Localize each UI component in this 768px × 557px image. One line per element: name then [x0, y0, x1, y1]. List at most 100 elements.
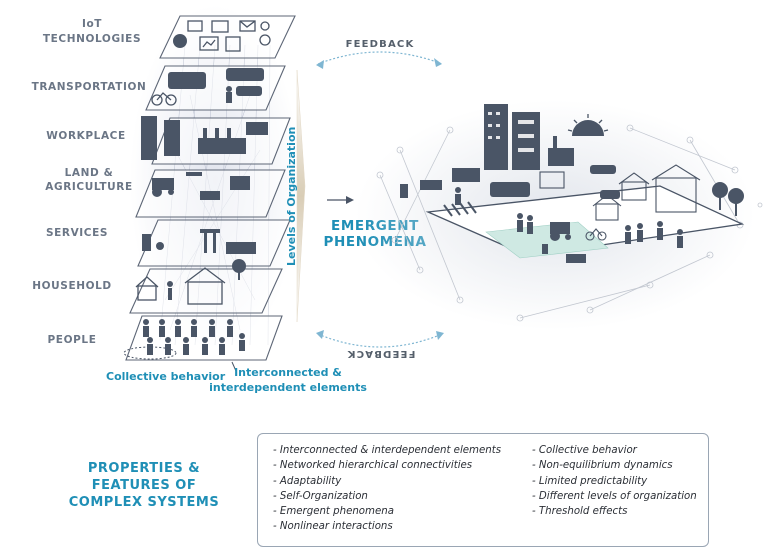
database-icon: [173, 34, 187, 48]
property-item: Limited predictability: [532, 474, 697, 489]
property-item: Nonlinear interactions: [273, 519, 501, 534]
person-icon: [637, 223, 643, 242]
search-icon: [260, 21, 270, 31]
person-icon: [143, 319, 149, 337]
pedestrian-icon: [226, 86, 232, 92]
person-icon: [219, 337, 225, 355]
levels-of-organization-label: Levels of Organization: [285, 127, 298, 266]
properties-title-line3: COMPLEX SYSTEMS: [68, 495, 220, 510]
bicycle-icon: [151, 92, 177, 106]
city-tree-icon-2: [728, 188, 744, 204]
agriculture-icons: [152, 172, 250, 200]
properties-left-column: Interconnected & interdependent elements…: [273, 443, 501, 535]
transport-icons: [168, 68, 264, 103]
cottage-icon: [621, 181, 647, 201]
family-icon: [167, 281, 173, 287]
properties-box: Interconnected & interdependent elements…: [257, 433, 709, 547]
crane-icon: [200, 229, 220, 233]
person-icon: [209, 319, 215, 337]
properties-right-column: Collective behavior Non-equilibrium dyna…: [532, 443, 697, 519]
household-icons: [135, 267, 226, 305]
person-icon: [517, 213, 523, 232]
person-icon: [147, 337, 153, 355]
people-icons: [143, 319, 245, 355]
city-bicycle-icon: [585, 228, 607, 241]
interconnected-pointer: [231, 361, 237, 372]
chart-screen-icon: [199, 36, 219, 51]
tablet-icon: [225, 36, 241, 52]
label-iot-line2: TECHNOLOGIES: [43, 33, 141, 45]
city-truck-icon: [452, 168, 480, 182]
tree-icon: [232, 259, 246, 273]
location-icon: [259, 34, 271, 46]
iot-icons: [187, 20, 271, 52]
cow-icon: [200, 191, 220, 200]
city-tree-icon: [712, 182, 728, 198]
collective-behavior-label: Collective behavior: [106, 370, 226, 383]
city-cow-icon: [566, 254, 586, 263]
office-block-icon: [164, 120, 180, 156]
label-services: SERVICES: [46, 227, 108, 239]
factory-building-icon: [548, 148, 574, 166]
person-icon: [183, 337, 189, 355]
gas-pump-icon: [400, 184, 408, 198]
label-land-line2: AGRICULTURE: [45, 181, 132, 193]
feedback-bottom-arrowhead: [316, 330, 324, 339]
mail-icon: [239, 20, 256, 32]
feedback-top-arrowhead: [434, 58, 442, 67]
person-icon: [657, 221, 663, 240]
label-transportation: TRANSPORTATION: [32, 81, 147, 93]
label-people: PEOPLE: [48, 334, 97, 346]
property-item: Different levels of organization: [532, 489, 697, 504]
feedback-bottom-label: FEEDBACK: [347, 348, 416, 359]
person-icon: [239, 333, 245, 351]
grass-patch: [485, 221, 609, 259]
property-item: Threshold effects: [532, 504, 697, 519]
bus-icon: [168, 72, 206, 89]
properties-title-line1: PROPERTIES &: [87, 461, 201, 476]
city-people: [455, 187, 683, 248]
level-stack: [123, 5, 300, 372]
tow-truck-icon: [226, 242, 256, 254]
property-item: Self-Organization: [273, 489, 501, 504]
office-tower-icon: [141, 116, 157, 160]
emergent-arrow: [327, 196, 354, 204]
workplace-icons: [141, 116, 268, 160]
interconnected-label-line1: Interconnected &: [234, 366, 342, 379]
person-icon: [202, 337, 208, 355]
crosswalk: [443, 201, 477, 217]
fuel-pump-icon: [142, 234, 151, 251]
person-icon: [165, 337, 171, 355]
label-iot-line1: IoT: [82, 18, 102, 30]
feedback-bottom: FEEDBACK: [316, 330, 444, 359]
property-item: Networked hierarchical connectivities: [273, 458, 501, 473]
label-household: HOUSEHOLD: [32, 280, 112, 292]
emergent-city: [355, 100, 763, 330]
sun-icon: [186, 172, 202, 176]
sunrise-icon: [572, 120, 604, 136]
car-icon: [236, 86, 262, 96]
harvester-icon: [230, 176, 250, 190]
property-item: Adaptability: [273, 474, 501, 489]
warehouse-icon: [246, 122, 268, 135]
property-item: Interconnected & interdependent elements: [273, 443, 501, 458]
person-icon: [191, 319, 197, 337]
city-bus-icon: [490, 182, 530, 197]
network-nodes: [376, 124, 763, 322]
collective-behavior-marker: [123, 346, 177, 360]
person-icon: [159, 319, 165, 337]
person-icon: [677, 229, 683, 248]
coach-icon: [226, 68, 264, 81]
townhouse-icon: [539, 171, 565, 189]
property-item: Non-equilibrium dynamics: [532, 458, 697, 473]
label-land-line1: LAND &: [65, 167, 114, 179]
person-icon: [527, 215, 533, 234]
person-icon: [625, 225, 631, 244]
interconnected-label-line2: interdependent elements: [209, 381, 367, 394]
feedback-top: FEEDBACK: [316, 39, 443, 69]
person-icon: [455, 187, 461, 205]
label-workplace: WORKPLACE: [46, 130, 126, 142]
small-house-icon: [595, 203, 619, 221]
tractor-icon: [152, 178, 174, 190]
